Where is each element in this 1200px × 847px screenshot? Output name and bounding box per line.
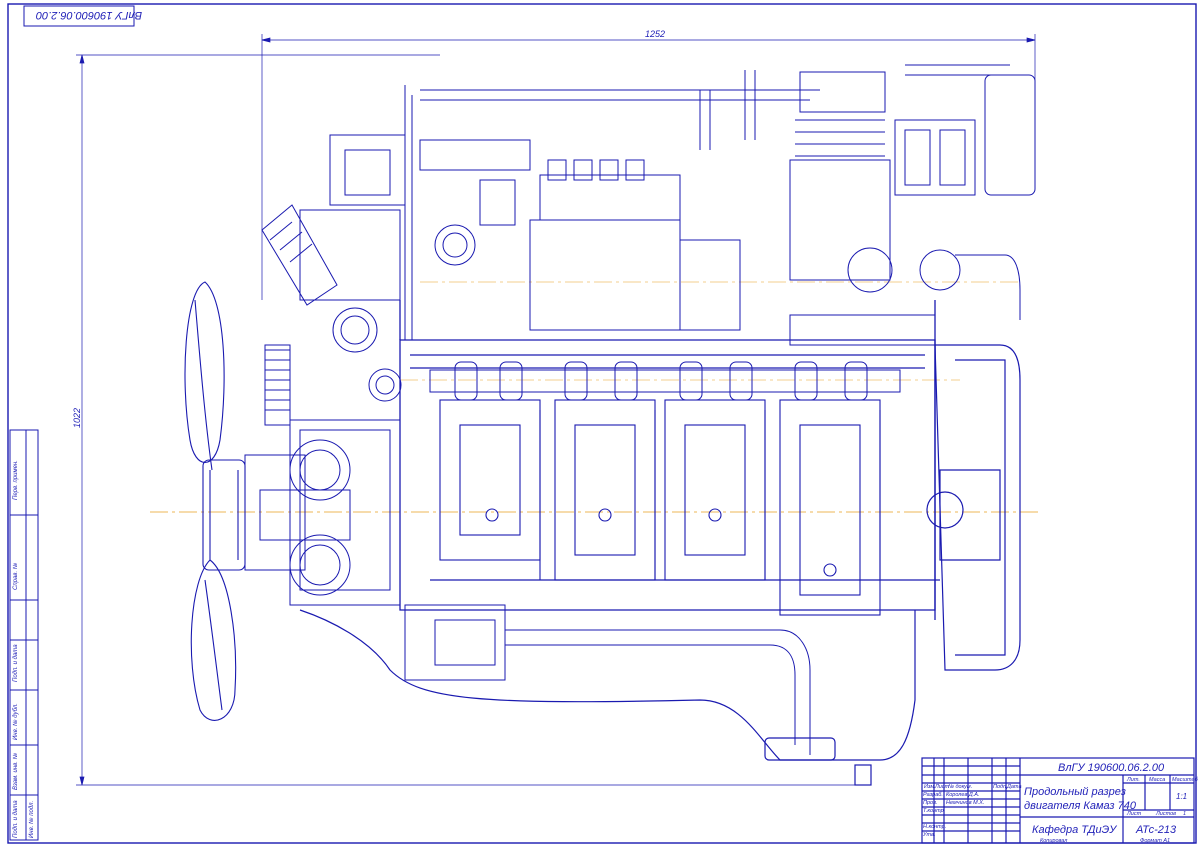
format-label: Формат А1 [1140,838,1171,844]
role-tkontr: Т.контр. [923,808,946,814]
role-utv: Утв. [923,832,936,838]
role-nkontr: Н.контр. [923,824,947,830]
corner-code: ВлГУ 190600.06.2.00 [36,9,143,21]
lit-label: Лит. [1127,777,1140,783]
corner-code-box [23,5,135,27]
scale-value: 1:1 [1176,792,1188,801]
title-block-frame [921,757,1195,844]
sheets-value: 1 [1183,811,1187,817]
dimension-vertical [76,54,860,786]
side-label-inv-podl: Инв. № подл. [29,800,35,838]
copied-label: Копировал [1040,838,1068,844]
title-department: Кафедра ТДиЭУ [1032,824,1117,836]
dimension-horizontal-label: 1252 [645,29,666,39]
air-compressor [789,71,1036,281]
side-label-podp1: Подп. и дата [13,644,19,682]
title-line-2: двигателя Камаз 740 [1024,800,1136,812]
flywheel-housing [926,344,1021,671]
title-doc-code: ВлГУ 190600.06.2.00 [1058,762,1165,774]
name-prov: Немчинов М.Х. [946,800,985,806]
col-podp: Подп. [993,784,1008,790]
col-dokum: № докум. [948,784,973,790]
crankshaft [439,399,881,616]
col-izm: Изм. [924,784,936,790]
side-label-sprav: Справ. № [13,562,19,590]
side-label-vzam: Взам. инв. № [13,752,19,790]
side-strip [9,429,39,841]
role-prov: Пров. [923,800,938,806]
scale-label: Масштаб [1172,777,1198,783]
mass-label: Масса [1149,777,1166,783]
dimension-vertical-label: 1022 [72,407,82,428]
sheet-label: Лист [1127,811,1142,817]
cylinder-block [399,300,940,620]
fuel-lines [404,64,1021,340]
cooling-fan [184,281,246,721]
col-data: Дата [1007,784,1022,790]
cylinder-head [299,134,961,346]
col-list: Лист [935,784,950,790]
front-hub [244,344,401,606]
title-group: АТс-213 [1136,824,1177,836]
side-label-perv: Перв. примен. [13,460,19,500]
role-razrab: Разраб. [923,792,943,798]
title-line-1: Продольный разрез [1024,786,1126,798]
injection-pump [434,159,741,331]
sheets-label: Листов [1156,811,1177,817]
oil-pan [299,609,916,786]
oil-pump [404,604,811,755]
dimension-horizontal [261,34,1036,300]
name-razrab: Королев Д.А. [946,792,980,798]
sheet-frame [7,3,1197,844]
side-label-podp2: Подп. и дата [13,800,19,838]
coolant-pipe [261,204,402,402]
side-label-inv-dubl: Инв. № дубл. [13,703,19,740]
